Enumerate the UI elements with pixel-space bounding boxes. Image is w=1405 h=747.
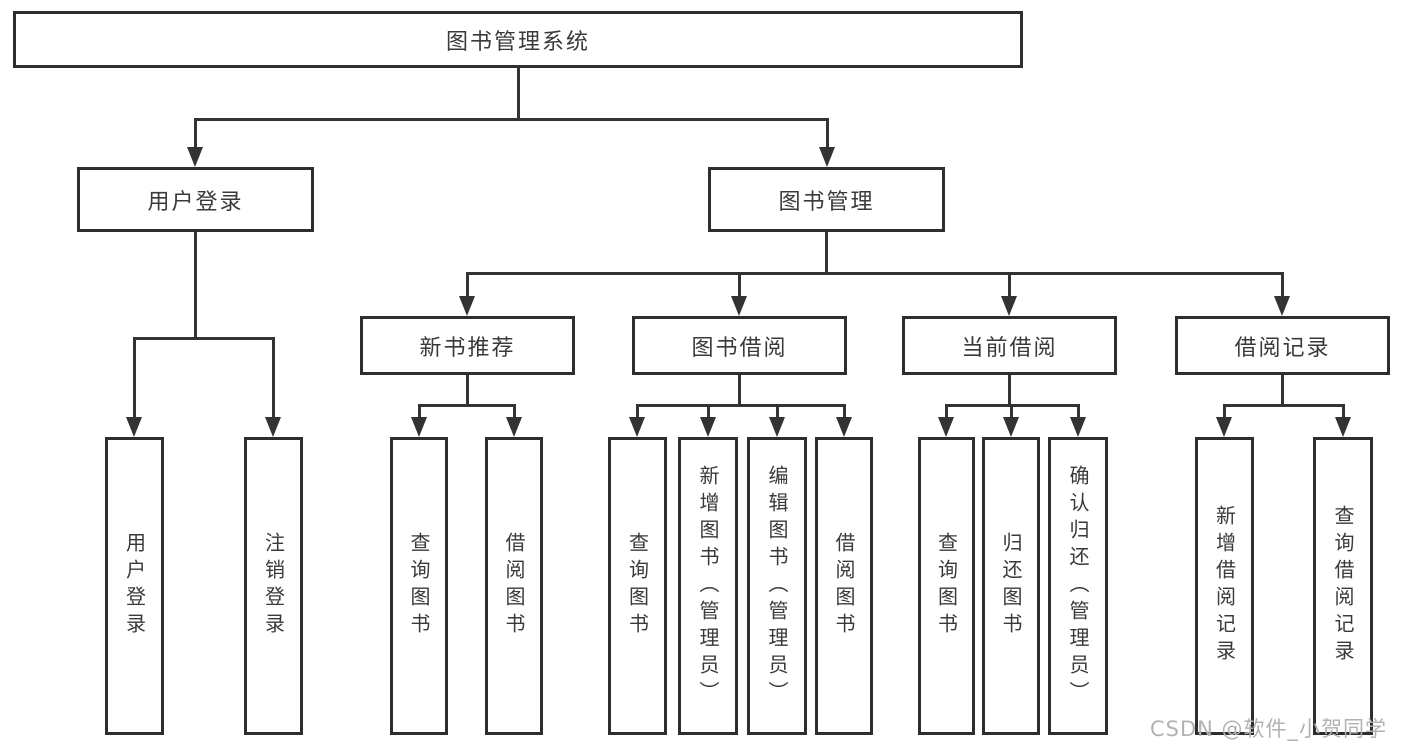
leaf-return-books: 归还图书 [982,437,1040,735]
node-borrowing-records: 借阅记录 [1175,316,1390,375]
node-label: 新书推荐 [419,335,516,361]
connector-line [133,337,136,419]
node-label: 查询图书 [407,532,431,640]
connector-line [636,404,639,418]
arrowhead-down-icon [731,296,747,316]
node-label: 图书管理系统 [445,29,590,55]
arrowhead-down-icon [769,417,785,437]
leaf-borrow-books: 借阅图书 [815,437,873,735]
leaf-confirm-return-admin: 确认归还（管理员） [1048,437,1108,735]
leaf-user-login: 用户登录 [105,437,164,735]
node-label: 注销登录 [261,532,286,640]
arrowhead-down-icon [1001,296,1017,316]
arrowhead-down-icon [411,417,427,437]
connector-line [843,404,846,418]
connector-line [738,272,741,298]
connector-line [776,404,779,418]
leaf-query-borrow-record: 查询借阅记录 [1313,437,1373,735]
arrowhead-down-icon [629,417,645,437]
node-label: 当前借阅 [961,335,1058,361]
arrowhead-down-icon [187,147,203,167]
leaf-borrow-books-recommend: 借阅图书 [485,437,543,735]
arrowhead-down-icon [938,417,954,437]
node-label: 编辑图书（管理员） [765,464,789,708]
connector-line [466,272,1284,275]
node-library-management-system: 图书管理系统 [13,11,1023,68]
arrowhead-down-icon [1274,296,1290,316]
arrowhead-down-icon [126,417,142,437]
node-label: 借阅图书 [832,532,856,640]
arrowhead-down-icon [1216,417,1232,437]
connector-line [272,337,275,419]
node-label: 用户登录 [147,189,244,215]
arrowhead-down-icon [265,417,281,437]
node-label: 查询借阅记录 [1331,505,1355,667]
node-user-login: 用户登录 [77,167,314,232]
connector-line [1008,375,1011,404]
leaf-add-borrow-record: 新增借阅记录 [1195,437,1254,735]
connector-line [945,404,948,418]
arrowhead-down-icon [1070,417,1086,437]
connector-line [1281,375,1284,404]
connector-line [466,375,469,404]
connector-line [707,404,710,418]
node-book-borrowing: 图书借阅 [632,316,847,375]
connector-line [418,404,516,407]
node-label: 确认归还（管理员） [1066,464,1090,708]
connector-line [738,375,741,404]
connector-line [513,404,516,418]
csdn-watermark: CSDN @软件_小贺同学 [1150,717,1388,741]
node-label: 新增图书（管理员） [696,464,720,708]
leaf-query-books-current: 查询图书 [918,437,975,735]
connector-line [1223,404,1226,418]
connector-line [825,232,828,272]
connector-line [517,68,520,118]
connector-line [1077,404,1080,418]
node-new-book-recommendation: 新书推荐 [360,316,575,375]
connector-line [1223,404,1344,407]
leaf-query-books-recommend: 查询图书 [390,437,448,735]
arrowhead-down-icon [836,417,852,437]
node-label: 图书管理 [778,189,875,215]
node-label: 新增借阅记录 [1212,505,1237,667]
node-current-borrowing: 当前借阅 [902,316,1117,375]
arrowhead-down-icon [700,417,716,437]
connector-line [1281,272,1284,298]
node-label: 借阅记录 [1234,335,1331,361]
connector-line [636,404,845,407]
connector-line [826,118,829,148]
node-label: 借阅图书 [502,532,526,640]
arrowhead-down-icon [819,147,835,167]
leaf-edit-books-admin: 编辑图书（管理员） [747,437,807,735]
arrowhead-down-icon [459,296,475,316]
arrowhead-down-icon [1003,417,1019,437]
connector-line [1342,404,1345,418]
leaf-add-books-admin: 新增图书（管理员） [678,437,738,735]
node-label: 图书借阅 [691,335,788,361]
leaf-query-books-borrowing: 查询图书 [608,437,667,735]
arrowhead-down-icon [1335,417,1351,437]
node-label: 用户登录 [122,532,147,640]
node-label: 归还图书 [999,532,1023,640]
node-label: 查询图书 [934,532,959,640]
connector-line [1008,272,1011,298]
connector-line [194,118,197,148]
connector-line [133,337,275,340]
arrowhead-down-icon [506,417,522,437]
leaf-logout: 注销登录 [244,437,303,735]
connector-line [194,232,197,337]
connector-line [466,272,469,298]
connector-line [194,118,829,121]
connector-line [418,404,421,418]
connector-line [1010,404,1013,418]
node-book-management: 图书管理 [708,167,945,232]
node-label: 查询图书 [625,532,650,640]
